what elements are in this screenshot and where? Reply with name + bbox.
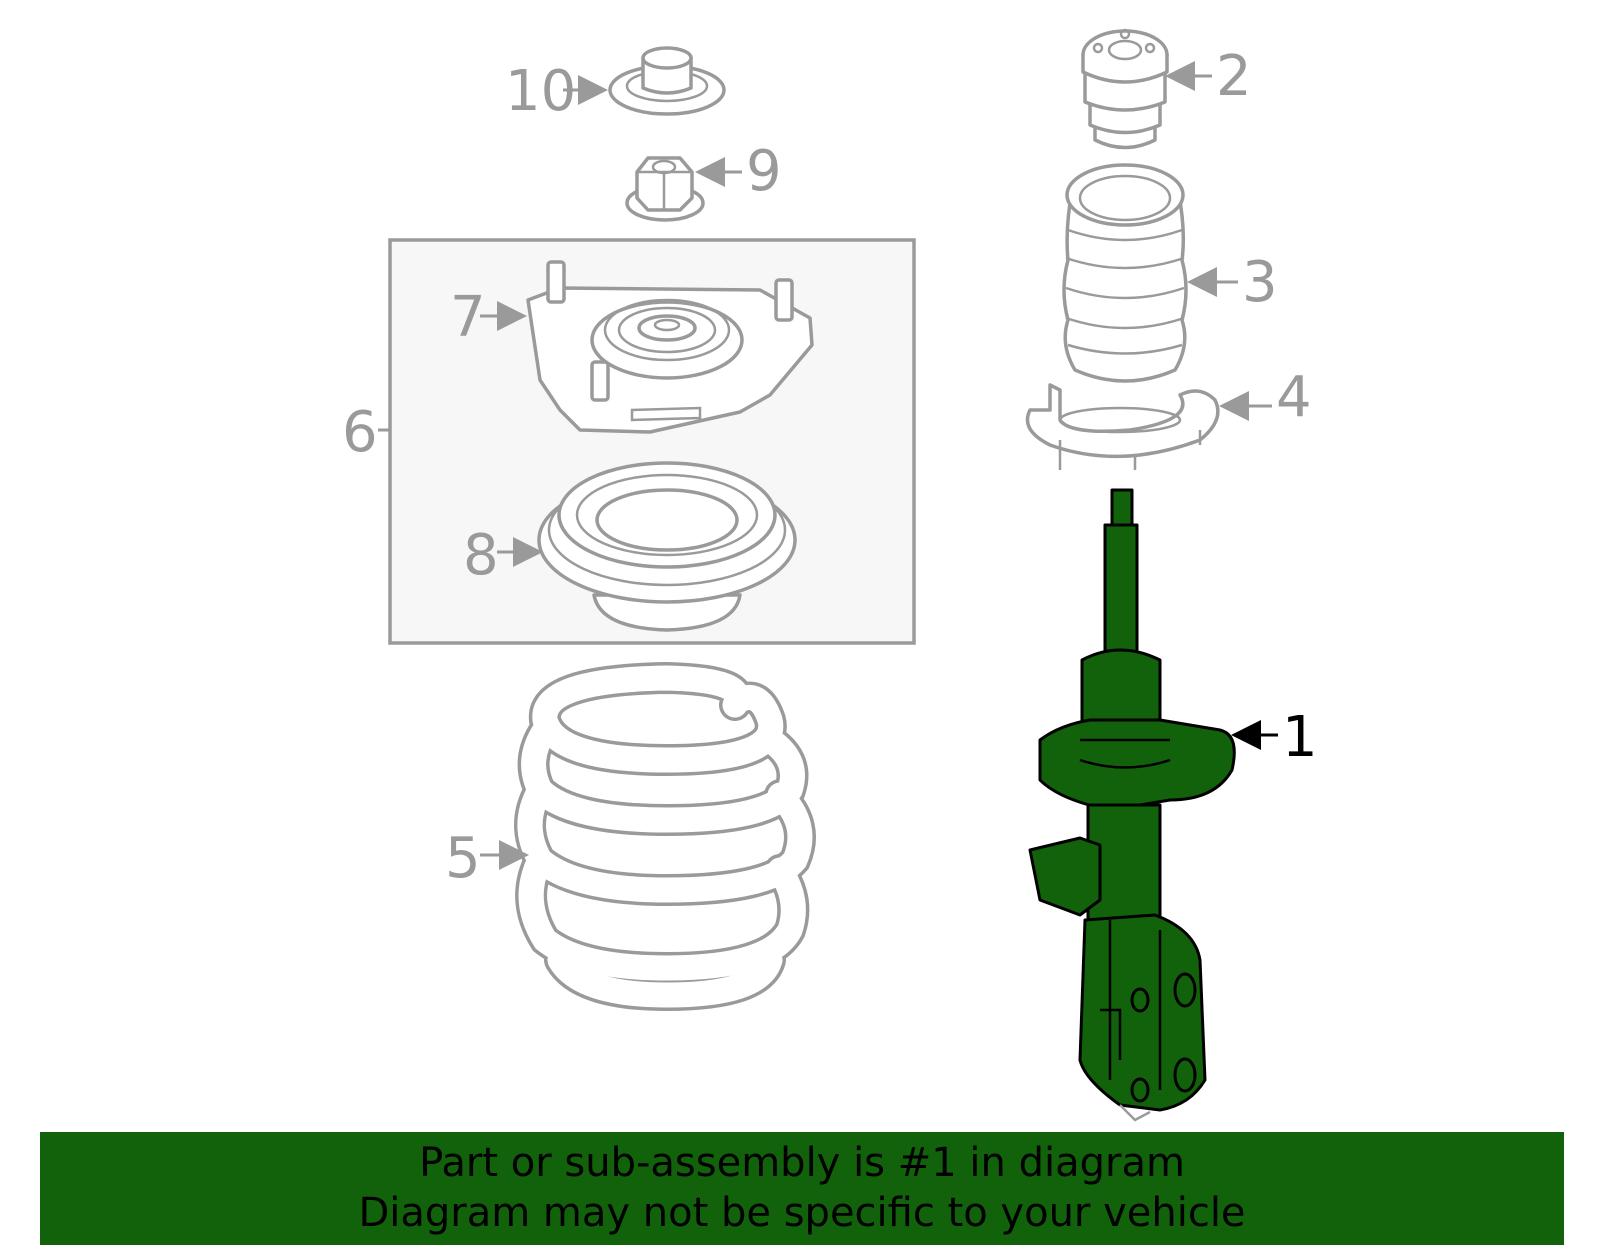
part-5-coil-spring <box>514 661 816 1012</box>
callout-2: 2 <box>1216 44 1252 109</box>
part-2-bump-stop <box>1081 28 1169 150</box>
part-10-washer <box>608 46 726 116</box>
callout-8: 8 <box>463 523 499 588</box>
info-banner: Part or sub-assembly is #1 in diagram Di… <box>40 1132 1564 1245</box>
banner-line-1: Part or sub-assembly is #1 in diagram <box>419 1140 1185 1186</box>
part-8-bearing <box>537 461 797 632</box>
part-3-dust-boot <box>1062 163 1188 383</box>
banner-line-2: Diagram may not be specific to your vehi… <box>358 1190 1246 1236</box>
callout-6: 6 <box>342 400 378 465</box>
callout-9: 9 <box>746 139 782 204</box>
part-7-strut-mount <box>526 260 814 434</box>
callout-7: 7 <box>450 285 486 350</box>
callout-10: 10 <box>505 59 576 124</box>
part-9-nut <box>625 156 705 222</box>
callout-1: 1 <box>1282 705 1318 770</box>
callout-5: 5 <box>445 826 481 891</box>
callout-3: 3 <box>1242 250 1278 315</box>
callout-4: 4 <box>1276 365 1312 430</box>
part-1-strut-assembly <box>1028 488 1236 1122</box>
part-4-spring-seat <box>1025 383 1220 470</box>
